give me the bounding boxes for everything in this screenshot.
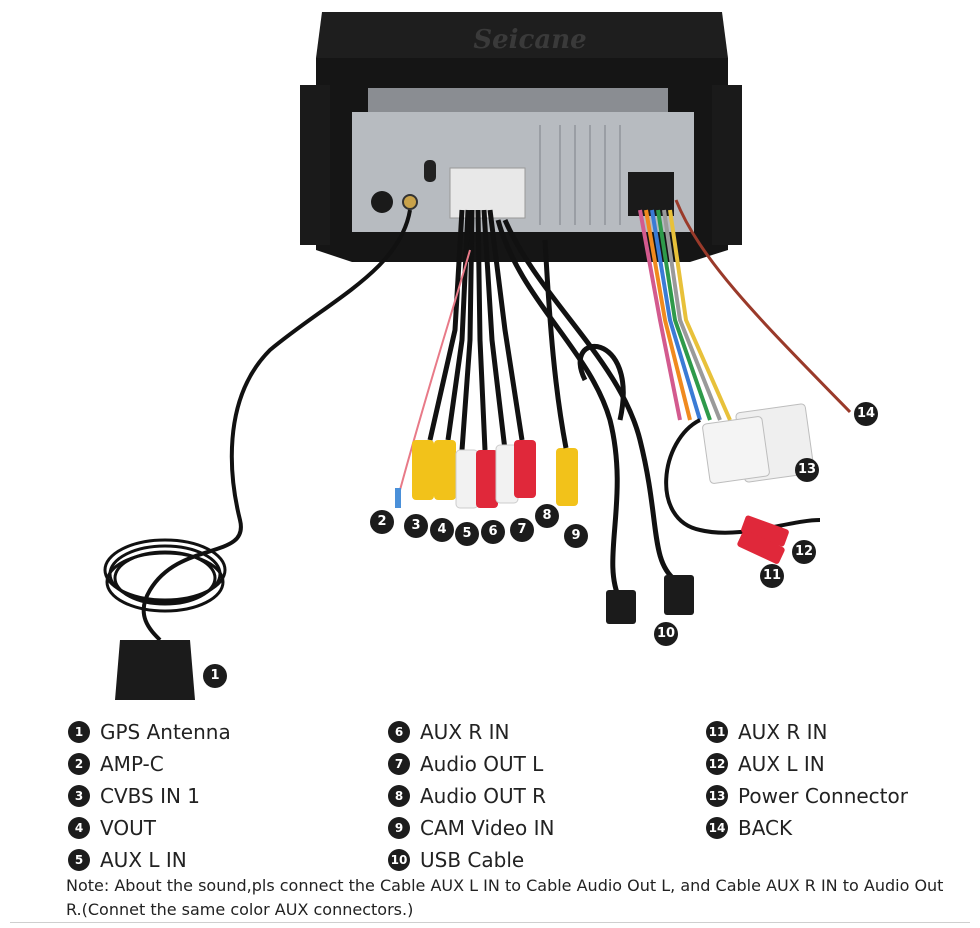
- callout-3: 3: [404, 514, 428, 538]
- gps-antenna-body: [115, 640, 195, 700]
- legend-number: 1: [68, 721, 90, 743]
- brand-logo: Seicane: [473, 25, 586, 55]
- legend-number: 8: [388, 785, 410, 807]
- gps-cable: [141, 209, 412, 642]
- callout-13: 13: [795, 458, 819, 482]
- callout-11: 11: [760, 564, 784, 588]
- legend-item: 9 CAM Video IN: [388, 812, 555, 844]
- legend-label: GPS Antenna: [100, 720, 231, 744]
- rca-cables: [427, 209, 525, 451]
- legend-column-1: 1 GPS Antenna 2 AMP-C 3 CVBS IN 1 4 VOUT 5 AU…: [68, 716, 231, 876]
- callout-14: 14: [854, 402, 878, 426]
- aux-in-cable: [664, 418, 821, 535]
- amp-control-wire: [399, 249, 471, 491]
- legend-label: BACK: [738, 816, 793, 840]
- legend-label: Audio OUT L: [420, 752, 544, 776]
- head-unit-top-bezel: [316, 12, 728, 58]
- power-socket: [628, 172, 674, 216]
- legend-number: 6: [388, 721, 410, 743]
- legend-number: 7: [388, 753, 410, 775]
- sound-connection-note: Note: About the sound,pls connect the Ca…: [66, 876, 944, 919]
- legend-item: 5 AUX L IN: [68, 844, 231, 876]
- legend-label: VOUT: [100, 816, 156, 840]
- legend-label: AUX L IN: [100, 848, 187, 872]
- legend-label: AUX L IN: [738, 752, 825, 776]
- callout-1: 1: [203, 664, 227, 688]
- callout-8: 8: [535, 504, 559, 528]
- legend-number: 4: [68, 817, 90, 839]
- legend-column-2: 6 AUX R IN 7 Audio OUT L 8 Audio OUT R 9 CAM…: [388, 716, 555, 876]
- legend-number: 12: [706, 753, 728, 775]
- legend-item: 12 AUX L IN: [706, 748, 908, 780]
- legend-item: 1 GPS Antenna: [68, 716, 231, 748]
- legend-item: 10 USB Cable: [388, 844, 555, 876]
- gps-port: [402, 194, 418, 210]
- legend-item: 13 Power Connector: [706, 780, 908, 812]
- usb-connector-1: [606, 590, 636, 624]
- power-harness-wires: [638, 209, 732, 421]
- legend-number: 14: [706, 817, 728, 839]
- legend-item: 14 BACK: [706, 812, 908, 844]
- legend-number: 11: [706, 721, 728, 743]
- gps-cable-coil: [103, 538, 227, 613]
- legend-number: 10: [388, 849, 410, 871]
- harness-socket: [449, 167, 526, 219]
- rca-plugs: [412, 440, 578, 509]
- usb-cables: [495, 218, 677, 602]
- aux-r-plug: [741, 515, 789, 547]
- legend-item: 3 CVBS IN 1: [68, 780, 231, 812]
- wiring-diagram: Seicane: [103, 12, 878, 700]
- back-wire: [674, 199, 852, 414]
- legend-item: 2 AMP-C: [68, 748, 231, 780]
- chassis-ribs: [539, 125, 621, 225]
- legend-label: CVBS IN 1: [100, 784, 201, 808]
- fuse-slot: [424, 160, 436, 182]
- callout-12: 12: [792, 540, 816, 564]
- legend-number: 5: [68, 849, 90, 871]
- legend-item: 8 Audio OUT R: [388, 780, 555, 812]
- legend-item: 6 AUX R IN: [388, 716, 555, 748]
- legend-label: AUX R IN: [420, 720, 510, 744]
- power-connector-block-2: [702, 416, 770, 484]
- legend-label: AMP-C: [100, 752, 164, 776]
- callout-2: 2: [370, 510, 394, 534]
- legend-label: CAM Video IN: [420, 816, 555, 840]
- usb-connector-2: [664, 575, 694, 615]
- antenna-port: [371, 191, 393, 213]
- callout-6: 6: [481, 520, 505, 544]
- legend-number: 2: [68, 753, 90, 775]
- aux-l-plug: [737, 530, 785, 564]
- callout-5: 5: [455, 522, 479, 546]
- callout-10: 10: [654, 622, 678, 646]
- legend-number: 9: [388, 817, 410, 839]
- head-unit-illustration: Seicane: [103, 12, 852, 700]
- divider: [10, 922, 970, 923]
- callout-7: 7: [510, 518, 534, 542]
- legend-item: 7 Audio OUT L: [388, 748, 555, 780]
- legend-label: USB Cable: [420, 848, 525, 872]
- left-mount-bracket: [300, 85, 330, 245]
- legend-item: 11 AUX R IN: [706, 716, 908, 748]
- callout-4: 4: [430, 518, 454, 542]
- callout-9: 9: [564, 524, 588, 548]
- legend-item: 4 VOUT: [68, 812, 231, 844]
- amp-wire-tip: [395, 488, 401, 508]
- right-mount-bracket: [712, 85, 742, 245]
- legend-label: Audio OUT R: [420, 784, 547, 808]
- legend-label: AUX R IN: [738, 720, 828, 744]
- legend-number: 3: [68, 785, 90, 807]
- legend-number: 13: [706, 785, 728, 807]
- legend-label: Power Connector: [738, 784, 908, 808]
